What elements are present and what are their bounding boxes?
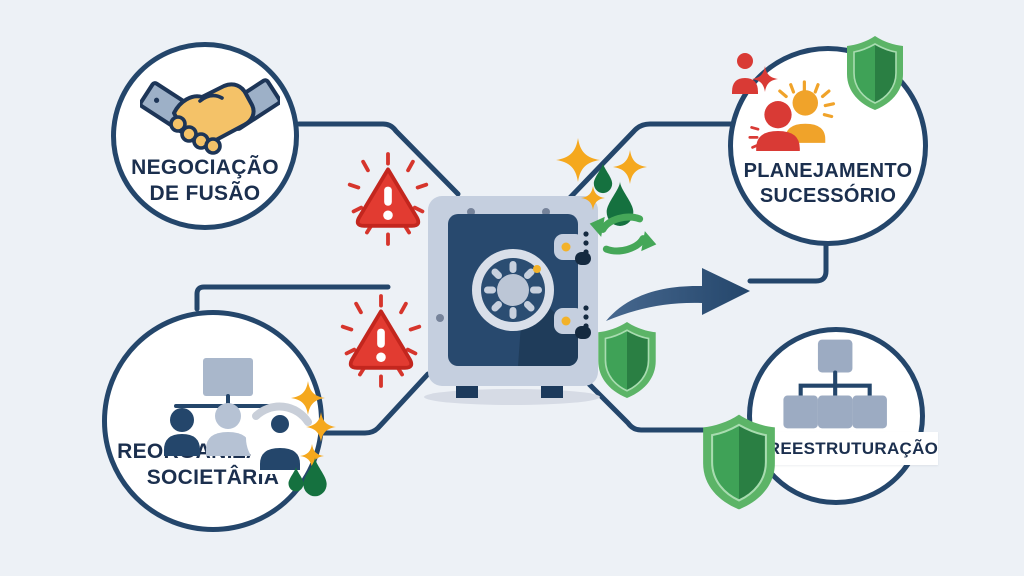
handshake-icon [140, 78, 280, 155]
warning-triangle-icon [337, 294, 425, 388]
safe-vault-icon [424, 196, 600, 405]
sparkle-star-icon [752, 66, 778, 92]
warning-triangle-icon [344, 152, 432, 246]
security-shield-icon [698, 412, 780, 512]
merger-label-line2: DE FUSÃO [149, 182, 261, 206]
sparkle-star-icon [613, 150, 647, 184]
sparkle-star-icon [291, 381, 325, 415]
safe-dial [472, 249, 554, 331]
person-badge-icon [246, 402, 314, 474]
flow-arrow-icon [606, 268, 750, 321]
security-shield-icon [843, 34, 907, 112]
sparkle-star-icon [306, 412, 336, 442]
droplet-icon [301, 456, 329, 498]
succession-label-line2: SUCESSÓRIO [759, 185, 897, 207]
org-chart-boxes-icon [783, 339, 887, 429]
node-merger-negotiation: NEGOCIAÇÃO DE FUSÃO [111, 42, 299, 230]
restructuring-label: REESTRUTURAÇÃO [767, 438, 939, 458]
people-group-icon [748, 80, 836, 152]
mini-person-icon [732, 53, 758, 94]
succession-label-line1: PLANEJAMENTO [743, 160, 913, 182]
merger-label-line1: NEGOCIAÇÃO [131, 156, 279, 179]
recycle-arrows-icon [589, 213, 657, 255]
reorganization-label-line2: SOCIETÂRIA [146, 466, 280, 490]
restructuring-label-band: REESTRUTURAÇÃO [768, 432, 938, 465]
